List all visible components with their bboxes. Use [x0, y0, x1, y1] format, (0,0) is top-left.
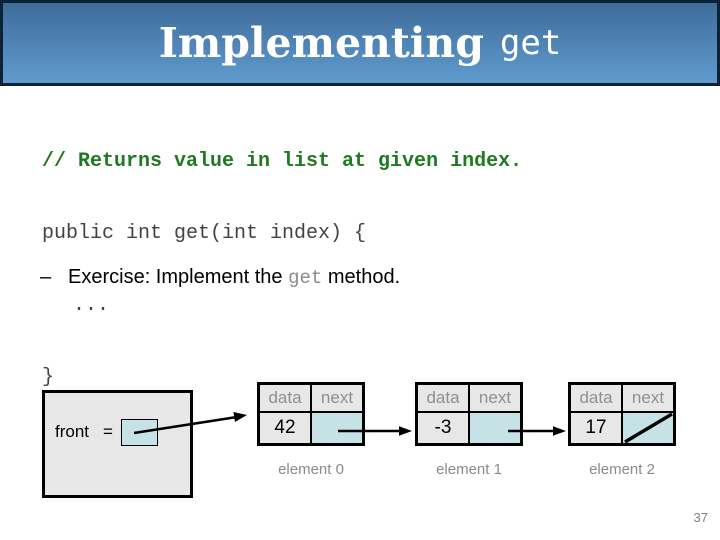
front-reference-cell [121, 419, 158, 446]
element-0-label: element 0 [278, 461, 344, 478]
node2-next-null-cell [623, 413, 673, 443]
node0-data-header: data [260, 385, 310, 411]
node1-next-header: next [470, 385, 520, 411]
node2-data-value: 17 [571, 413, 621, 443]
code-block: // Returns value in list at given index.… [42, 102, 522, 438]
null-diagonal-slash [624, 413, 673, 443]
node2-data-header: data [571, 385, 621, 411]
bullet-text-before: Exercise: Implement the [68, 266, 283, 288]
node0-next-header: next [312, 385, 362, 411]
slide-title-code-word: get [499, 23, 562, 63]
node1-data-value: -3 [418, 413, 468, 443]
front-equals-sign: = [103, 422, 113, 441]
node2-next-header: next [623, 385, 673, 411]
linked-list-node-1: data next -3 [415, 382, 523, 446]
bullet-dash: – [40, 266, 52, 288]
node1-next-pointer-cell [470, 413, 520, 443]
slide-title: Implementing [158, 19, 484, 67]
code-close-brace: } [42, 366, 55, 389]
code-signature-line: public int get(int index) { [42, 222, 367, 245]
node0-next-pointer-cell [312, 413, 362, 443]
bullet-text-after: method. [327, 266, 401, 288]
exercise-bullet: – Exercise: Implement the get method. [40, 266, 400, 289]
bullet-text: Exercise: Implement the get method. [68, 266, 400, 289]
code-comment-line: // Returns value in list at given index. [42, 150, 523, 173]
linked-list-node-0: data next 42 [257, 382, 365, 446]
code-body-ellipsis: ... [73, 294, 110, 317]
front-variable-box: front = [42, 390, 193, 498]
slide-header-banner: Implementing get [0, 0, 720, 86]
page-number: 37 [693, 510, 708, 525]
bullet-inline-code: get [288, 267, 323, 289]
node1-data-header: data [418, 385, 468, 411]
front-label: front [55, 422, 90, 441]
element-2-label: element 2 [589, 461, 655, 478]
linked-list-node-2: data next 17 [568, 382, 676, 446]
element-1-label: element 1 [436, 461, 502, 478]
node0-data-value: 42 [260, 413, 310, 443]
